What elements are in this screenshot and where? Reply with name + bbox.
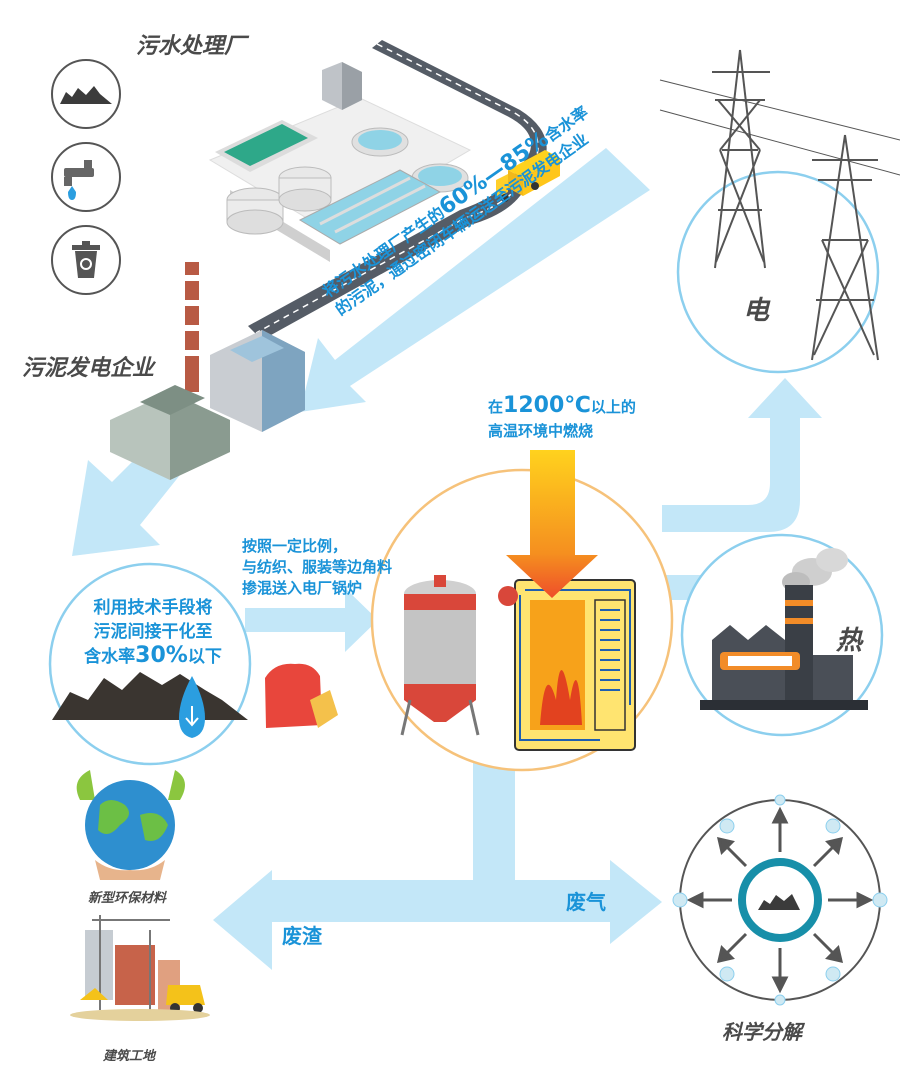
decompose-diagram xyxy=(672,794,888,1006)
electricity-arrow xyxy=(662,378,822,532)
title-construction: 建筑工地 xyxy=(103,1049,156,1064)
faucet-icon xyxy=(64,160,94,200)
slag-label: 废渣 xyxy=(282,924,322,948)
dry-line3a: 含水率 xyxy=(84,647,136,667)
burn-line1a: 在 xyxy=(488,398,504,416)
electricity-circle xyxy=(676,170,880,374)
sludge-pile-icon xyxy=(60,86,112,104)
dry-line2: 污泥间接干化至 xyxy=(93,622,213,642)
burn-line2: 高温环境中燃烧 xyxy=(488,422,594,440)
trash-bin-icon xyxy=(72,241,100,278)
silo-tank-icon xyxy=(400,575,480,736)
dry-line3b: 以下 xyxy=(187,647,222,667)
title-sewage-plant: 污水处理厂 xyxy=(136,34,247,59)
slag-arrow xyxy=(213,870,494,970)
transport-arrow xyxy=(300,148,650,412)
mix-text: 按照一定比例， 与纺织、服装等边角料 掺混送入电厂锅炉 xyxy=(242,536,392,599)
mix-line3: 掺混送入电厂锅炉 xyxy=(242,579,363,597)
dry-line1: 利用技术手段将 xyxy=(93,598,213,618)
factory-icon xyxy=(700,548,868,710)
title-electricity: 电 xyxy=(743,296,770,326)
construction-site-icon xyxy=(70,915,210,1021)
mix-arrow xyxy=(245,588,378,652)
globe-icon xyxy=(76,770,185,880)
boiler-icon xyxy=(498,579,636,751)
mix-line1: 按照一定比例， xyxy=(242,537,348,555)
road xyxy=(248,40,547,340)
gas-arrow xyxy=(494,860,662,944)
dry-text: 利用技术手段将 污泥间接干化至 含水率30%以下 xyxy=(68,596,238,669)
side-icons xyxy=(51,59,121,295)
power-tower-icon xyxy=(659,49,900,361)
burn-temp: 1200℃ xyxy=(503,393,591,418)
gas-label: 废气 xyxy=(566,890,606,914)
title-sludge-power: 污泥发电企业 xyxy=(22,356,155,381)
title-new-material: 新型环保材料 xyxy=(88,891,167,906)
textile-scraps-icon xyxy=(265,663,338,728)
burn-text: 在1200℃以上的 高温环境中燃烧 xyxy=(488,394,636,443)
truck-icon xyxy=(496,150,560,202)
flame-arrow xyxy=(506,450,598,598)
dry-pct: 30% xyxy=(135,643,188,668)
title-heat: 热 xyxy=(836,626,863,656)
sewage-plant-illustration xyxy=(208,40,560,340)
title-science: 科学分解 xyxy=(722,1020,802,1044)
burn-line1b: 以上的 xyxy=(590,398,636,416)
mix-line2: 与纺织、服装等边角料 xyxy=(242,558,393,576)
power-plant-illustration xyxy=(110,262,305,480)
